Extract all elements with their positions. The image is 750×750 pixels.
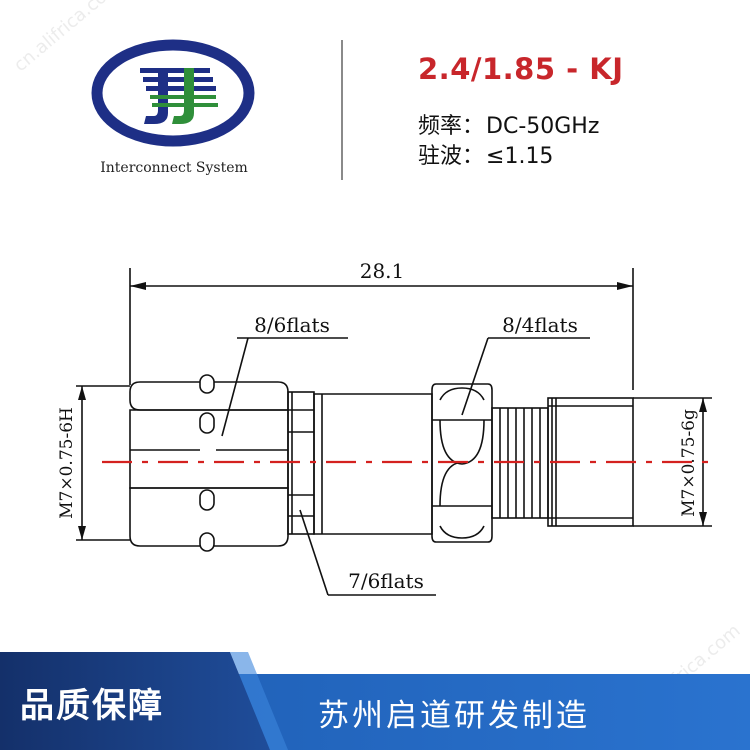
spec-vswr-key: 驻波：: [418, 144, 485, 169]
overall-length-label: 28.1: [360, 259, 405, 283]
left-thread-label: M7×0.75-6H: [57, 407, 77, 519]
footer-right-label: 苏州启道研发制造: [318, 698, 590, 734]
leader-mid-hex: [299, 509, 329, 596]
connector-drawing: 28.1 8/6flats 8/4flats 7/6flats M7×0.75-…: [0, 250, 750, 610]
leader-right-hex: [461, 337, 489, 416]
left-hex-label: 8/6flats: [254, 313, 330, 337]
logo-caption: Interconnect System: [100, 160, 248, 176]
dimension-arrow-right: [617, 282, 633, 290]
spec-vswr-value: ≤1.15: [486, 144, 554, 169]
spec-frequency-value: DC-50GHz: [486, 114, 600, 139]
right-hex-nut: [431, 383, 493, 543]
spec-frequency: 频率：DC-50GHz: [418, 108, 599, 140]
right-thread-label: M7×0.75-6g: [679, 409, 699, 517]
dimension-arrow-left: [130, 282, 146, 290]
footer-left-label: 品质保障: [20, 686, 164, 726]
connector-body: [313, 393, 433, 535]
spec-vswr: 驻波：≤1.15: [418, 138, 553, 170]
spec-frequency-key: 频率：: [418, 114, 485, 139]
mid-hex-label: 7/6flats: [348, 569, 424, 593]
right-hex-label: 8/4flats: [502, 313, 578, 337]
leader-left-hex: [221, 337, 249, 437]
footer-banner: 品质保障 苏州启道研发制造: [0, 652, 750, 750]
company-logo: [88, 38, 258, 148]
product-title: 2.4/1.85 - KJ: [418, 52, 624, 86]
left-coupling-nut: [129, 374, 289, 552]
header-divider: [341, 40, 343, 180]
